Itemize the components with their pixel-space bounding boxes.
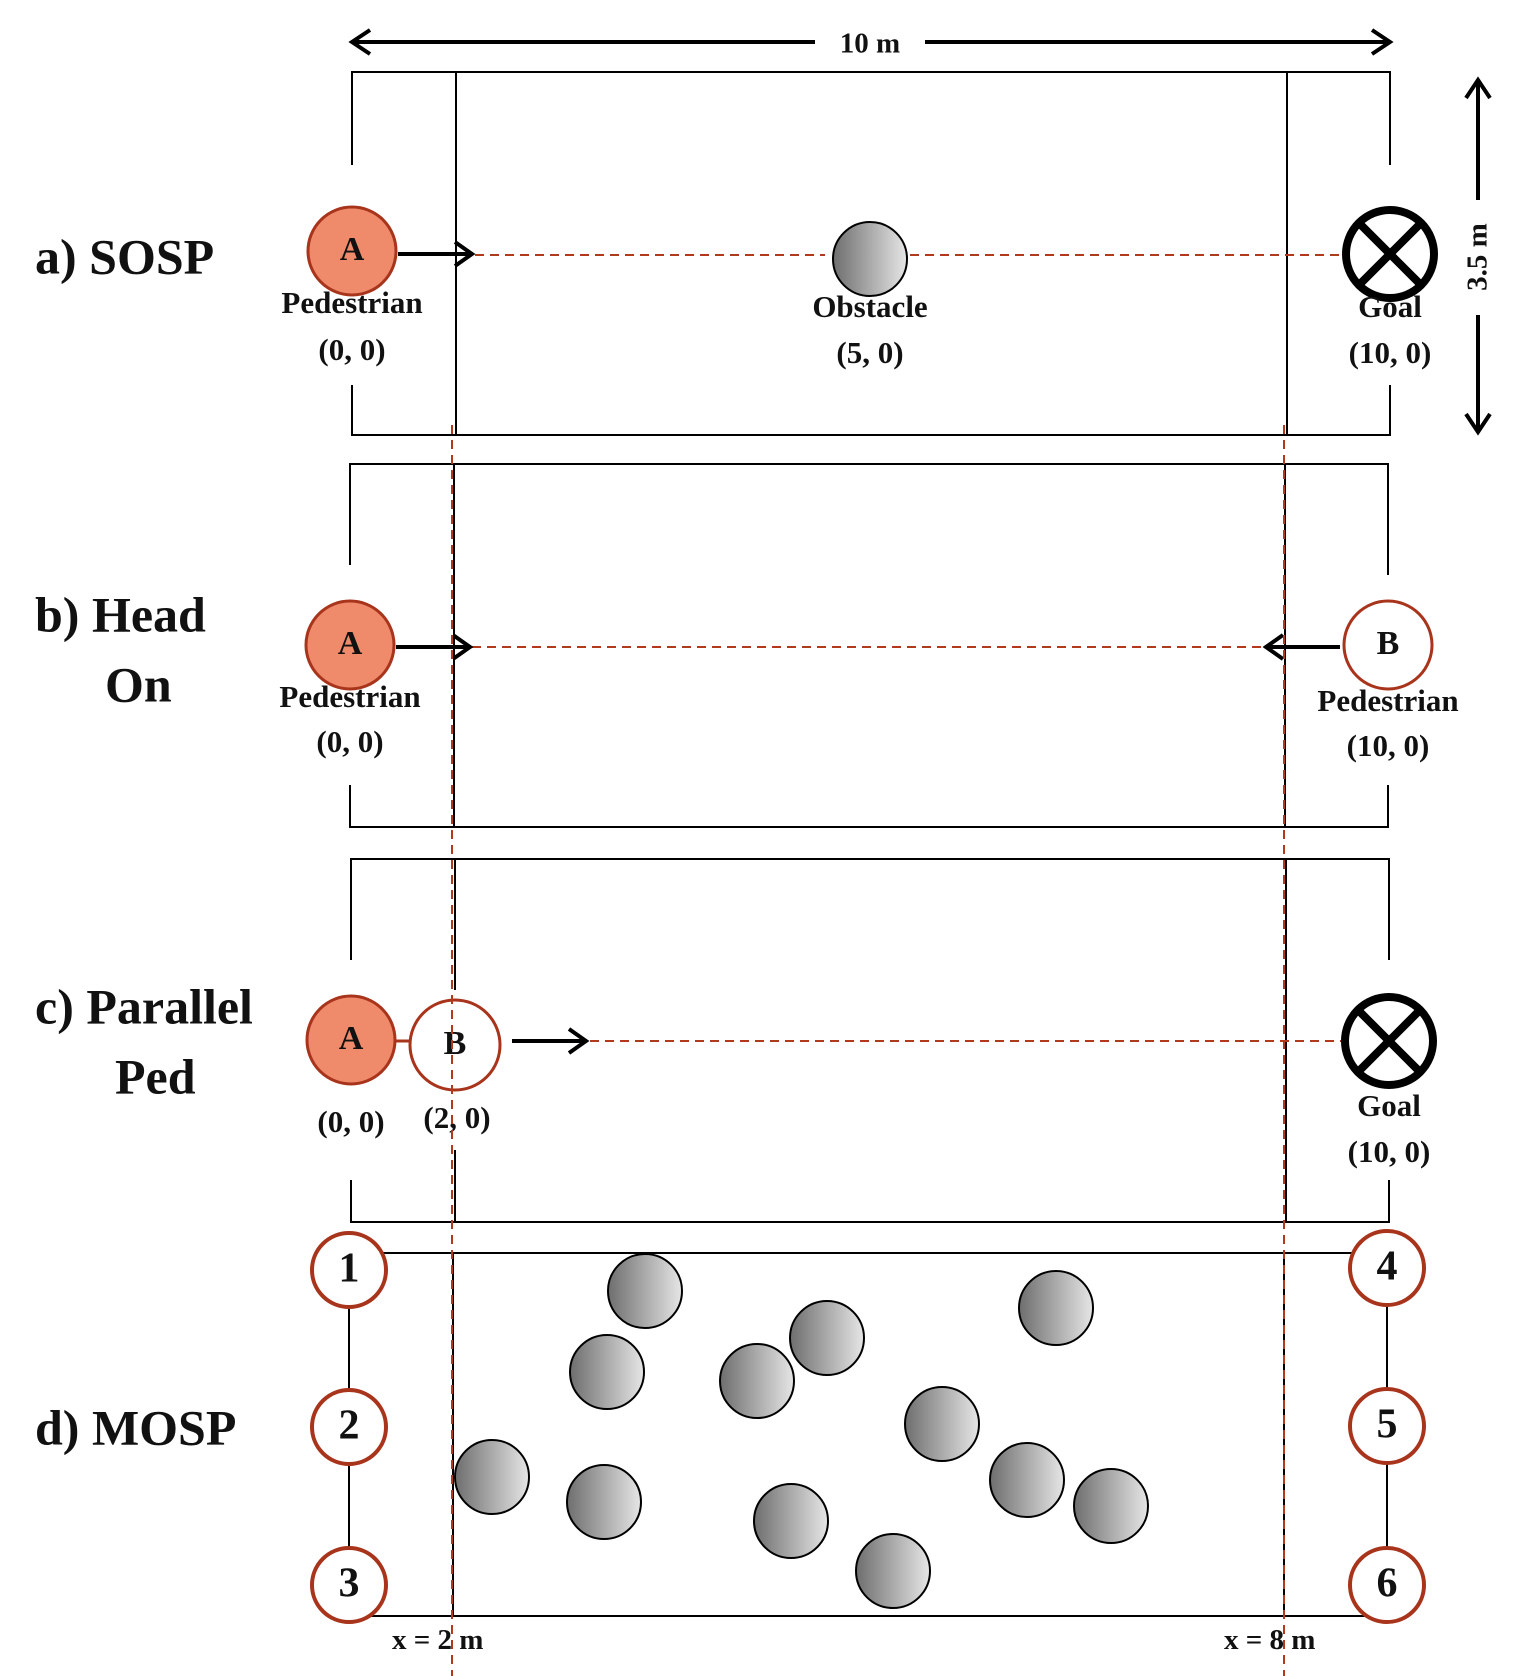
mosp-goal-6 — [1348, 1546, 1426, 1624]
mosp-start-2-label: 2 — [339, 1403, 360, 1449]
mosp-goal-6-label: 6 — [1377, 1561, 1398, 1607]
mosp-start-1-label: 1 — [339, 1246, 360, 1292]
mosp-obstacle — [569, 1334, 645, 1410]
panel-b-label-line2: On — [105, 656, 172, 712]
goal-c-caption: Goal — [1357, 1088, 1421, 1123]
panel-b-label-line1: b) Head — [35, 586, 206, 642]
mosp-start-1 — [310, 1231, 388, 1309]
pedestrian-b-b-letter: B — [1377, 625, 1400, 662]
mosp-obstacle — [904, 1386, 980, 1462]
pedestrian-b-a-caption: Pedestrian — [279, 679, 420, 714]
panel-b-head-on: A B b) Head On Pedestrian (0, 0) Pedestr… — [35, 463, 1459, 828]
pedestrian-b-b — [1342, 599, 1434, 691]
obstacle-a-caption: Obstacle — [812, 289, 927, 324]
goal-c-icon — [1341, 993, 1437, 1089]
pedestrian-c-b-letter: B — [444, 1025, 467, 1062]
pedestrian-c-b — [408, 998, 502, 1092]
mosp-start-3-label: 3 — [339, 1561, 360, 1607]
panel-a-label: a) SOSP — [35, 228, 214, 284]
goal-a-icon — [1342, 206, 1438, 302]
panel-c-label-line2: Ped — [115, 1048, 196, 1104]
pedestrian-b-b-caption: Pedestrian — [1317, 683, 1458, 718]
pedestrian-a-letter: A — [340, 231, 365, 268]
goal-a-caption: Goal — [1358, 289, 1422, 324]
pedestrian-b-a — [304, 599, 396, 691]
mosp-obstacle — [719, 1343, 795, 1419]
goal-c-coord: (10, 0) — [1348, 1134, 1431, 1169]
x-markers: x = 2 m x = 8 m — [392, 425, 1315, 1676]
pedestrian-b-a-coord: (0, 0) — [316, 724, 383, 759]
pedestrian-b-b-coord: (10, 0) — [1347, 728, 1430, 763]
pedestrian-a-caption: Pedestrian — [281, 285, 422, 320]
panel-c-label-line1: c) Parallel — [35, 978, 253, 1034]
pedestrian-a — [306, 205, 398, 297]
height-dimension: 3.5 m — [1462, 76, 1494, 436]
mosp-obstacle — [855, 1533, 931, 1609]
mosp-goal-5-label: 5 — [1377, 1402, 1398, 1448]
panel-d-label: d) MOSP — [35, 1399, 236, 1455]
panel-d-mosp: 1 2 3 4 5 6 d) MOSP — [35, 1229, 1426, 1624]
obstacle-a — [832, 221, 908, 297]
width-label: 10 m — [840, 28, 900, 60]
x-right-label: x = 8 m — [1224, 1624, 1315, 1656]
pedestrian-c-a — [305, 994, 397, 1086]
pedestrian-c-a-letter: A — [339, 1020, 364, 1057]
pedestrian-c-a-coord: (0, 0) — [317, 1104, 384, 1139]
obstacle-a-coord: (5, 0) — [836, 335, 903, 370]
x-left-label: x = 2 m — [392, 1624, 483, 1656]
mosp-obstacle — [607, 1253, 683, 1329]
width-dimension: 10 m — [348, 28, 1394, 60]
mosp-goal-4 — [1348, 1229, 1426, 1307]
mosp-goal-4-label: 4 — [1377, 1244, 1398, 1290]
pedestrian-a-coord: (0, 0) — [318, 332, 385, 367]
mosp-obstacle — [789, 1300, 865, 1376]
mosp-obstacles — [454, 1253, 1149, 1609]
pedestrian-b-a-letter: A — [338, 625, 363, 662]
mosp-start-2 — [310, 1388, 388, 1466]
pedestrian-c-b-coord: (2, 0) — [423, 1100, 490, 1135]
height-label: 3.5 m — [1462, 223, 1494, 291]
goal-a-coord: (10, 0) — [1349, 335, 1432, 370]
mosp-obstacle — [1018, 1270, 1094, 1346]
panel-a-sosp: A a) SOSP Pedestrian (0, 0) Obstacle (5,… — [35, 71, 1438, 436]
mosp-obstacle — [989, 1442, 1065, 1518]
mosp-goal-5 — [1348, 1387, 1426, 1465]
mosp-start-3 — [310, 1546, 388, 1624]
mosp-obstacle — [753, 1483, 829, 1559]
mosp-obstacle — [1073, 1468, 1149, 1544]
mosp-obstacle — [454, 1439, 530, 1515]
mosp-obstacle — [566, 1464, 642, 1540]
panel-c-parallel-ped: A B c) Parallel Ped (0, 0) (2, 0) Goal (… — [35, 858, 1437, 1223]
